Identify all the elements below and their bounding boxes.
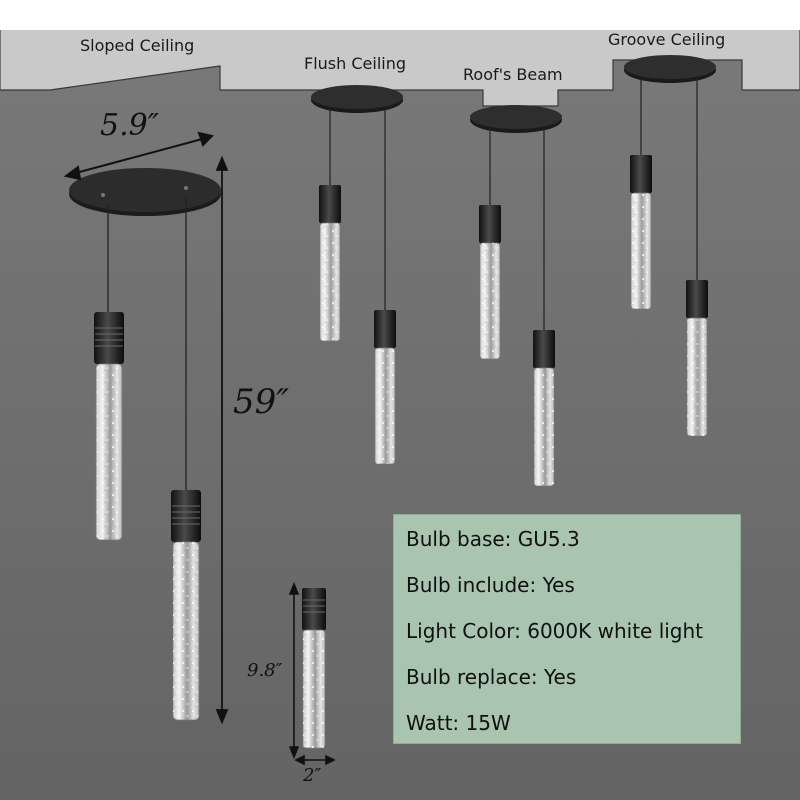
single-shade-detail bbox=[288, 581, 336, 766]
cord-length-arrow bbox=[215, 155, 229, 725]
groove-ceiling-label: Groove Ceiling bbox=[608, 30, 726, 49]
spec-light-color: Light Color: 6000K white light bbox=[406, 619, 704, 643]
pendant-fixture-flush bbox=[311, 85, 403, 465]
pendant-fixture-roof-beam bbox=[470, 105, 562, 487]
canopy-width-label: 5.9″ bbox=[100, 108, 159, 143]
spec-bulb-include: Bulb include: Yes bbox=[406, 573, 575, 597]
sloped-ceiling-label: Sloped Ceiling bbox=[80, 36, 195, 55]
pendant-fixture-sloped bbox=[69, 168, 221, 721]
spec-bulb-base: Bulb base: GU5.3 bbox=[406, 527, 580, 551]
roof-beam-label: Roof's Beam bbox=[463, 65, 563, 84]
spec-panel: Bulb base: GU5.3 Bulb include: Yes Light… bbox=[393, 514, 741, 744]
pendant-fixture-groove bbox=[624, 55, 716, 437]
canopy-width-arrow bbox=[63, 131, 214, 181]
shade-height-label: 9.8″ bbox=[247, 660, 283, 681]
spec-bulb-replace: Bulb replace: Yes bbox=[406, 665, 577, 689]
shade-diameter-label: 2″ bbox=[303, 765, 322, 786]
cord-length-label: 59″ bbox=[233, 382, 289, 422]
flush-ceiling-label: Flush Ceiling bbox=[304, 54, 406, 73]
spec-watt: Watt: 15W bbox=[406, 711, 511, 735]
